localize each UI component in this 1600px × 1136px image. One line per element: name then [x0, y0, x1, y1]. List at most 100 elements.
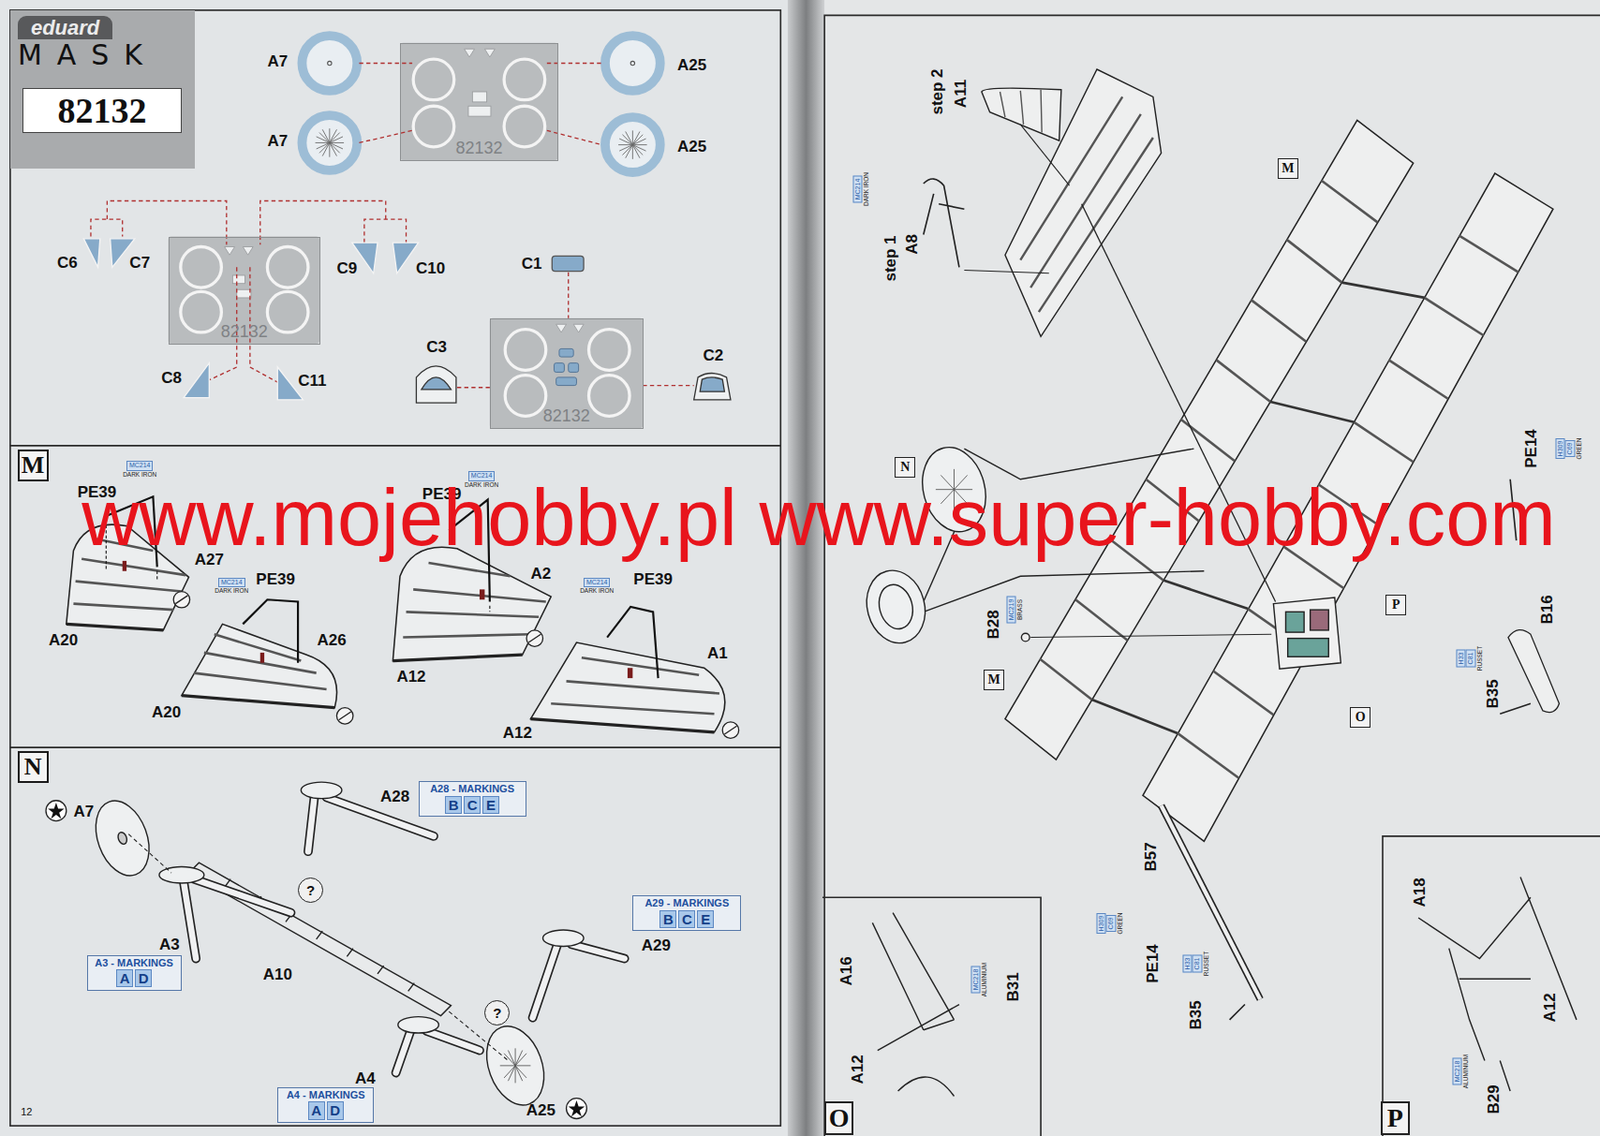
markings-title: A3 - MARKINGS [94, 957, 174, 970]
set-number: 82132 [221, 322, 268, 342]
strut-rod [1161, 805, 1261, 1000]
control-surface [392, 547, 551, 661]
page-number: 12 [20, 1107, 32, 1118]
dashed-guide [457, 272, 695, 388]
mask-sheets [472, 91, 487, 103]
step-letter: O [829, 1103, 850, 1134]
mask-sheets [413, 59, 455, 101]
star-symbol [45, 800, 587, 1120]
paint-tag: MC218ALUMINIUM [1451, 1053, 1470, 1089]
part-number: A12 [396, 668, 426, 685]
part-number: C11 [297, 372, 326, 389]
paint-tag: MC214DARK IRON [853, 171, 872, 207]
paint-tag: MC218ALUMINIUM [970, 962, 989, 997]
page-frame [822, 897, 1041, 1136]
mask-sheets [503, 105, 546, 148]
page-frame [824, 14, 1600, 1136]
page-frame [10, 10, 1600, 1136]
part-number: A2 [530, 565, 551, 582]
control-surface [550, 657, 720, 714]
markings-tag: A4 - MARKINGSAD [277, 1087, 374, 1124]
fuselage [1021, 597, 1341, 669]
paint-code: C69 [1565, 440, 1575, 459]
undercarriage [874, 580, 918, 633]
mask-sheets [484, 48, 495, 58]
detail-view [872, 913, 960, 1097]
paint-code: H309 [1555, 438, 1566, 460]
part-number: B16 [1539, 595, 1556, 625]
set-number-box: 82132 [22, 88, 182, 134]
landing-gear [128, 834, 508, 1062]
part-number: A4 [355, 1070, 376, 1087]
section-ref-box: M [983, 669, 1005, 691]
marking-letter: B [444, 796, 462, 815]
part-number: A20 [151, 704, 181, 721]
magnifier-symbol [173, 592, 739, 740]
section-letter-box: O [824, 1101, 854, 1136]
part-number: PE39 [633, 570, 673, 587]
dashed-guide [204, 266, 282, 385]
step-letter: M [1281, 161, 1294, 177]
mask-sheets [504, 375, 547, 417]
control-surface [627, 667, 633, 679]
step-letter: M [21, 451, 45, 480]
mask-circles [327, 60, 332, 65]
photo-etched-rod [242, 599, 298, 664]
mask-sheet: 82132 [168, 237, 321, 345]
aircraft-tail [923, 178, 965, 267]
aircraft-tail [1020, 124, 1069, 186]
mask-sheets [464, 48, 475, 58]
paint-code: H33 [1182, 955, 1192, 974]
control-surface [479, 589, 485, 600]
fuselage [1030, 634, 1272, 638]
part-number: A28 [380, 787, 410, 804]
part-number: A10 [263, 966, 293, 983]
detail-view [872, 876, 1577, 1097]
magnifier-symbol [175, 595, 737, 735]
landing-gear [159, 867, 205, 884]
aircraft-tail [981, 88, 1062, 141]
control-surface [181, 696, 335, 709]
paint-tag: MC214DARK IRON [122, 460, 158, 479]
mask-sheets [556, 377, 578, 386]
part-number: C9 [336, 260, 357, 277]
mask-sheets [180, 247, 223, 289]
control-surface [530, 642, 725, 733]
part-number: A7 [266, 133, 288, 149]
product-line: MASK [17, 39, 195, 71]
page-frame [10, 10, 781, 1126]
watermark: www.mojehobby.pl www.super-hobby.com [81, 478, 1556, 559]
part-number: A12 [503, 725, 533, 741]
mask-sheets [573, 324, 584, 333]
landing-gear [500, 1048, 532, 1083]
star-symbol [566, 1098, 588, 1120]
markings-row: AD [308, 1101, 344, 1120]
marking-letter: C [678, 910, 696, 929]
part-number: B35 [1483, 679, 1500, 709]
paint-code: C69 [1106, 914, 1116, 933]
control-surface [402, 562, 547, 638]
step-label: step 1 [881, 235, 898, 282]
part-number: B29 [1484, 1085, 1501, 1115]
paint-code: MC214 [583, 577, 611, 588]
mask-circles [605, 35, 661, 91]
step-label: step 2 [928, 68, 945, 115]
mask-sheets [553, 363, 564, 373]
mask-sheets [559, 348, 574, 357]
paint-tag: H33C81RUSSET [1455, 645, 1483, 671]
mask-sheets [266, 247, 309, 289]
paint-tag: H33C81RUSSET [1182, 951, 1210, 978]
paint-name: DARK IRON [214, 587, 249, 595]
landing-gear [300, 782, 342, 799]
landing-gear [183, 797, 625, 1073]
mask-sheets [589, 375, 631, 417]
landing-gear [183, 797, 625, 1073]
canopy-mask [694, 373, 731, 400]
canopy-mask [699, 377, 725, 392]
step-letter: N [24, 753, 43, 782]
part-number: A20 [48, 631, 78, 648]
landing-gear [476, 1018, 555, 1113]
mask-sheets [589, 329, 631, 371]
landing-gear [398, 1017, 440, 1034]
